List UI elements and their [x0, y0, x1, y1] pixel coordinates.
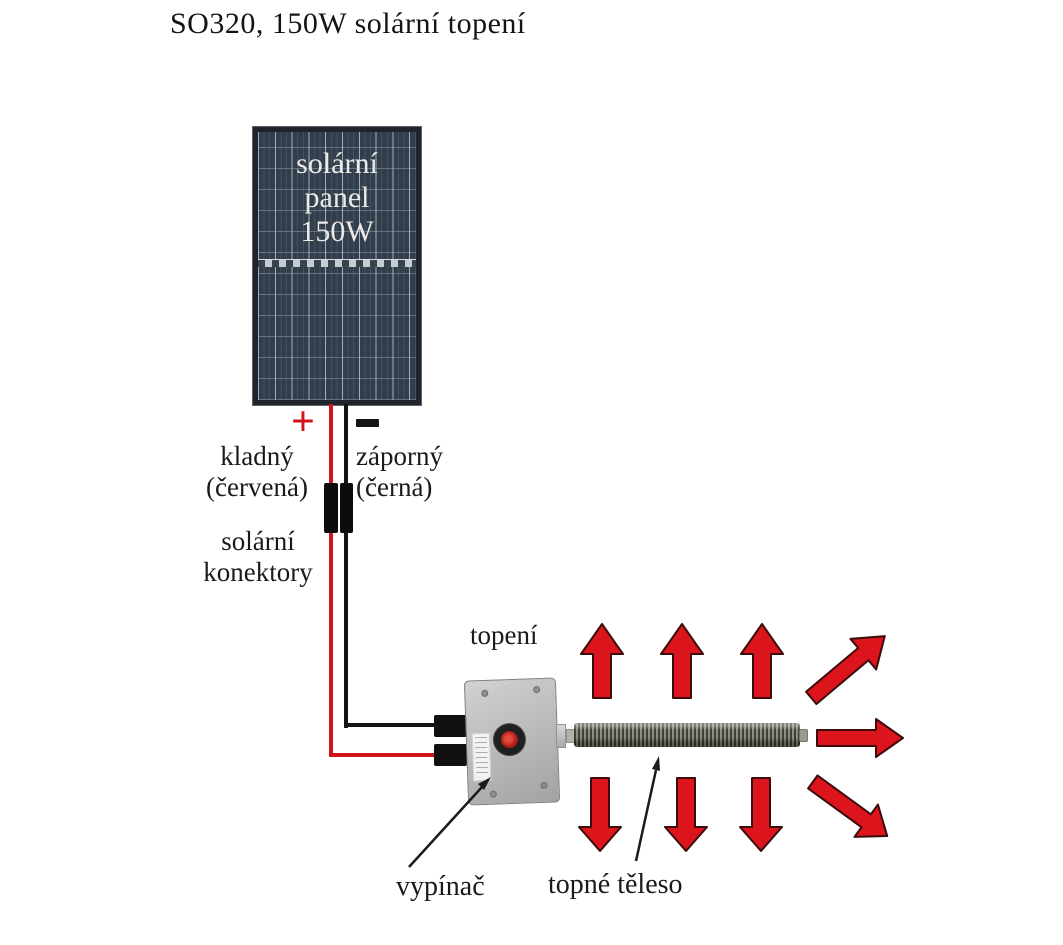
diagram-title: SO320, 150W solární topení: [170, 7, 526, 40]
heat-arrow-down-3: [739, 777, 783, 852]
solar-connectors-label-line1: solární: [221, 526, 295, 556]
heater-junction-box: [463, 677, 561, 806]
screw-icon: [489, 790, 497, 798]
heater-label: topení: [470, 620, 538, 650]
solar-panel-label-line2: panel: [304, 181, 370, 214]
heat-arrow-right: [816, 718, 904, 758]
screw-icon: [540, 781, 548, 790]
heat-arrow-up-3: [740, 623, 784, 699]
heating-element-rod: [574, 723, 800, 747]
solar-panel-busbar-strip: [258, 259, 416, 267]
heating-element-label: topné těleso: [548, 869, 683, 900]
positive-wire-vertical: [329, 404, 333, 757]
rod-fitting: [556, 724, 566, 748]
solar-connectors-label: solární konektory: [186, 526, 330, 588]
switch-label: vypínač: [396, 871, 485, 902]
solar-connector-positive: [324, 483, 338, 533]
solar-connector-negative: [340, 483, 353, 533]
heat-arrow-diagonal-down: [807, 774, 889, 838]
negative-wire-label-line1: záporný: [356, 441, 443, 471]
switch-red-indicator: [500, 730, 519, 749]
heat-arrow-up-1: [580, 623, 624, 699]
solar-panel: solární panel 150W: [252, 126, 422, 406]
heating-element-end-cap: [799, 729, 808, 742]
heater-input-connector-positive: [434, 744, 467, 766]
box-label-sticker-text: [474, 736, 489, 778]
power-switch-button: [493, 723, 526, 756]
screw-icon: [533, 685, 541, 694]
negative-wire-vertical: [344, 404, 348, 728]
heat-arrow-down-2: [664, 777, 708, 852]
negative-wire-horizontal: [344, 723, 441, 727]
solar-panel-label-line3: 150W: [300, 215, 374, 248]
solar-connectors-label-line2: konektory: [203, 557, 313, 587]
plus-icon: +: [291, 399, 315, 445]
minus-icon: [356, 419, 379, 427]
negative-wire-label: záporný (černá): [356, 441, 476, 503]
heat-arrow-diagonal-up: [805, 635, 886, 705]
solar-panel-label: solární panel 150W: [253, 147, 421, 249]
heat-arrow-up-2: [660, 623, 704, 699]
annotation-arrow-element-head: [652, 756, 660, 771]
screw-icon: [481, 689, 489, 698]
annotation-arrow-element-line: [634, 769, 658, 862]
positive-wire-label: kladný (červená): [190, 441, 324, 503]
negative-wire-label-line2: (černá): [356, 472, 433, 502]
solar-panel-label-line1: solární: [296, 147, 378, 180]
positive-wire-label-line2: (červená): [206, 472, 308, 502]
positive-wire-label-line1: kladný: [220, 441, 294, 471]
positive-wire-horizontal: [329, 753, 441, 757]
heater-input-connector-negative: [434, 715, 467, 737]
heat-arrow-down-1: [578, 777, 622, 852]
box-label-sticker: [471, 732, 492, 782]
